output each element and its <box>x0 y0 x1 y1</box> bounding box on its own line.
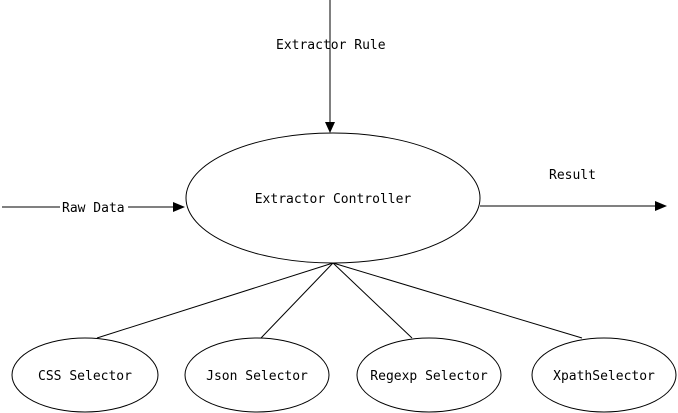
extractor-controller-node <box>185 132 481 264</box>
raw-data-arrowhead <box>173 202 185 212</box>
regexp-selector-label: Regexp Selector <box>370 369 488 384</box>
regexp-selector-node <box>356 337 502 413</box>
json-selector-node <box>184 337 330 413</box>
extractor-controller-label: Extractor Controller <box>255 192 412 207</box>
result-arrowhead <box>655 201 667 211</box>
extractor-rule-label: Extractor Rule <box>276 38 386 53</box>
connector-controller-json <box>260 262 334 339</box>
css-selector-node <box>11 337 159 413</box>
json-selector-label: Json Selector <box>206 369 308 384</box>
connector-controller-regexp <box>332 262 413 339</box>
result-label: Result <box>549 168 596 183</box>
extractor-rule-arrowhead <box>325 122 335 133</box>
connector-controller-css <box>96 262 334 339</box>
xpath-selector-node <box>531 337 677 413</box>
connector-controller-xpath <box>332 262 583 339</box>
raw-data-label: Raw Data <box>62 201 125 216</box>
raw-data-label-background <box>60 198 128 216</box>
xpath-selector-label: XpathSelector <box>553 369 655 384</box>
css-selector-label: CSS Selector <box>38 369 132 384</box>
